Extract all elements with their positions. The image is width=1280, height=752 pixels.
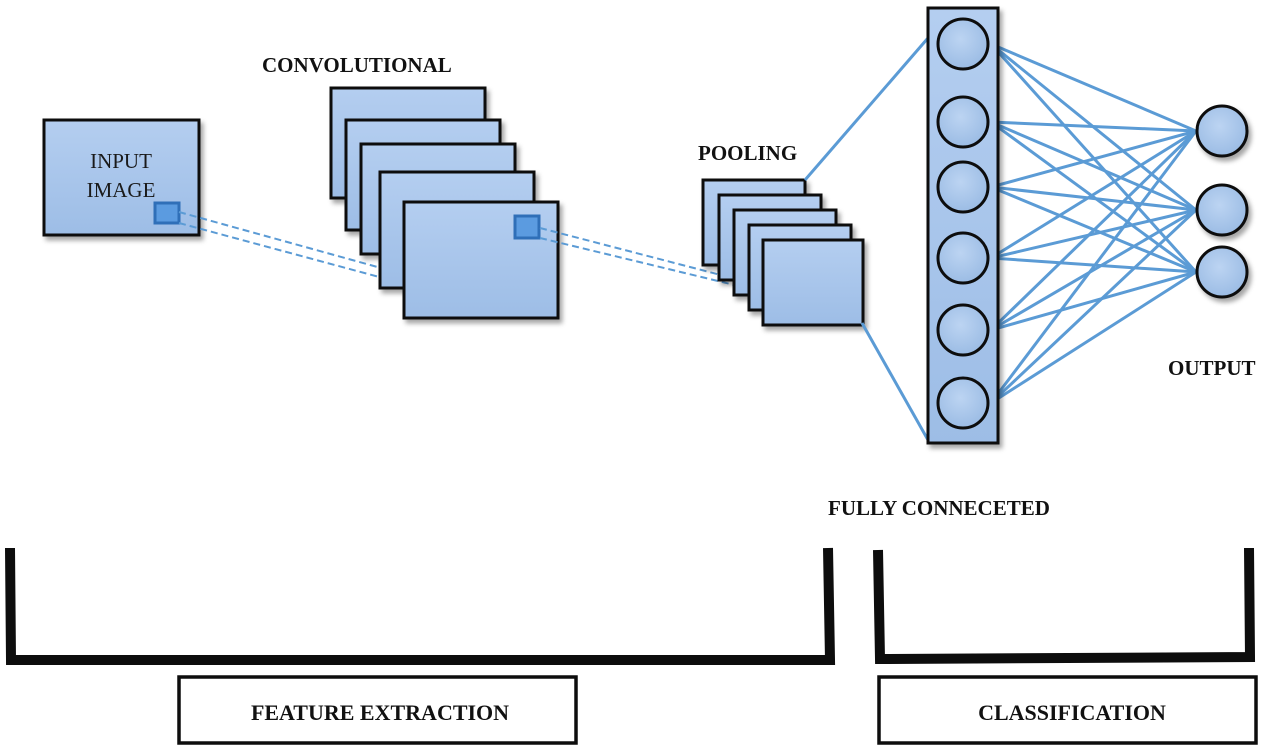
connection-edge [990,208,1197,332]
fully-connected-nodes [936,17,990,430]
connection-edge [989,208,1198,405]
classification-bracket [873,547,1256,665]
connection-edge [990,185,1197,212]
fully-connected-label: FULLY CONNECETED [828,496,1050,520]
connection-edge [990,208,1197,260]
output-nodes [1195,104,1249,299]
convolutional-label: CONVOLUTIONAL [262,53,452,77]
feature-extraction-label: FEATURE EXTRACTION [251,700,509,725]
connection-edge [990,270,1197,332]
fc-neuron [936,231,990,285]
feature-extraction-bracket [5,547,836,665]
connection-edge [989,130,1198,404]
fc-neuron [936,160,990,214]
output-neuron [1195,183,1249,237]
connection-edge [990,129,1197,260]
output-label: OUTPUT [1168,356,1256,380]
fully-connected-layer [926,6,1000,445]
classification-label: CLASSIFICATION [978,700,1166,725]
connection-edge [990,42,1197,133]
convolutional-stack [329,86,560,320]
output-neuron [1195,245,1249,299]
fc-output-connections [989,42,1198,405]
pooling-stack [701,178,865,327]
input-label-line1: INPUT [90,149,152,173]
conv-kernel-window [513,214,541,240]
classification-box: CLASSIFICATION [877,675,1258,745]
pooling-feature-map [761,238,865,327]
pool-to-fc-lines [803,37,930,441]
connection-edge [989,129,1198,332]
input-label-line2: IMAGE [87,178,156,202]
fc-neuron [936,303,990,357]
input-image: INPUT IMAGE [42,118,201,237]
output-neuron [1195,104,1249,158]
pooling-label: POOLING [698,141,797,165]
feature-extraction-box: FEATURE EXTRACTION [177,675,578,745]
fc-neuron [936,376,990,430]
fc-neuron [936,95,990,149]
connection-edge [990,120,1197,212]
connection-edge [990,42,1197,212]
input-kernel-window [153,201,181,225]
fc-neuron [936,17,990,71]
connection-edge [990,129,1197,189]
connection-edge [990,270,1197,405]
